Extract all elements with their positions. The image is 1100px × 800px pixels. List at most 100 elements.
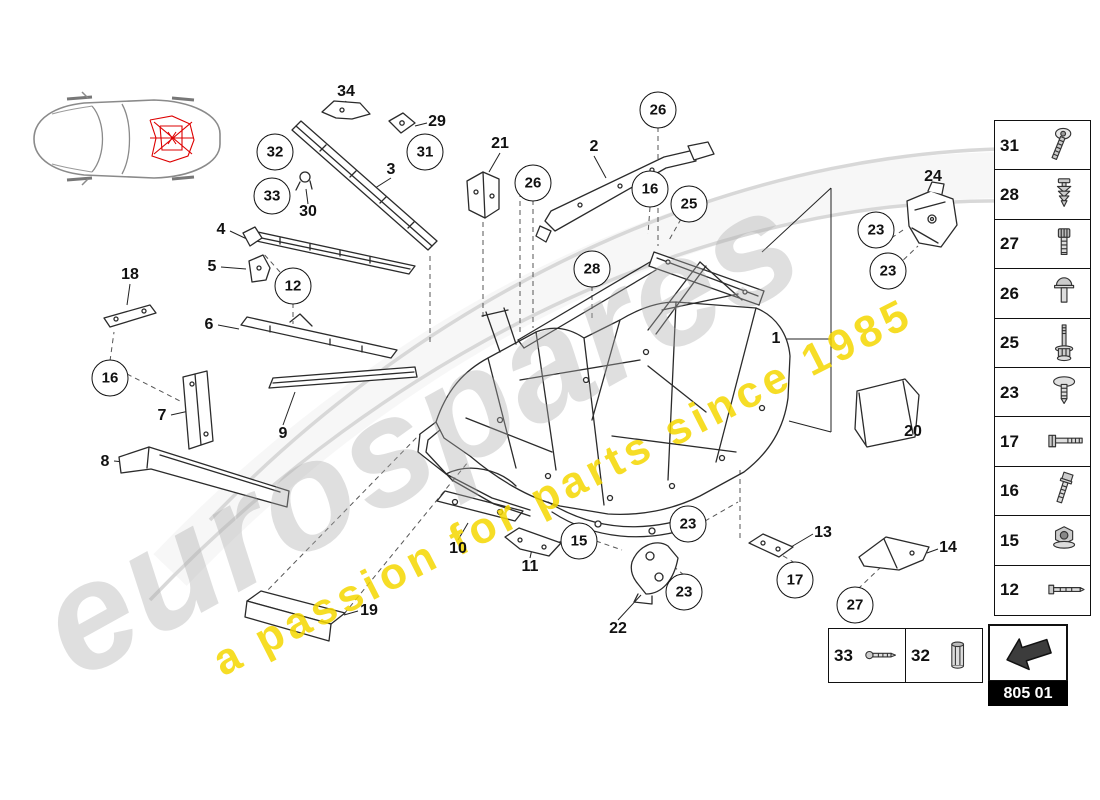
fastener-row-31[interactable]: 31 bbox=[994, 120, 1091, 171]
part-callout-23[interactable]: 23 bbox=[665, 573, 703, 611]
part-callout-6[interactable]: 6 bbox=[204, 316, 214, 333]
small-screw-icon bbox=[865, 650, 897, 659]
part-callout-10[interactable]: 10 bbox=[449, 540, 467, 557]
part-callout-9[interactable]: 9 bbox=[278, 425, 288, 442]
part-callout-32[interactable]: 32 bbox=[256, 133, 294, 171]
part-callout-27[interactable]: 27 bbox=[836, 586, 874, 624]
part-callout-16[interactable]: 16 bbox=[91, 359, 129, 397]
stud-with-nut-icon bbox=[1054, 324, 1074, 362]
part-callout-24[interactable]: 24 bbox=[924, 168, 942, 185]
fastener-number: 33 bbox=[834, 645, 853, 665]
part-callout-13[interactable]: 13 bbox=[814, 524, 832, 541]
fastener-number: 15 bbox=[1000, 530, 1019, 550]
part-drawing-block-13 bbox=[748, 533, 794, 558]
part-callout-19[interactable]: 19 bbox=[360, 602, 378, 619]
hex-bolt-icon bbox=[1056, 471, 1074, 504]
part-callout-31[interactable]: 31 bbox=[406, 133, 444, 171]
fastener-row-26[interactable]: 26 bbox=[994, 268, 1091, 320]
long-bolt-icon bbox=[1048, 434, 1083, 448]
part-drawing-rail-6 bbox=[240, 313, 398, 359]
part-drawing-bracket-24 bbox=[906, 181, 958, 248]
part-drawing-panel-8 bbox=[118, 446, 290, 508]
part-callout-23[interactable]: 23 bbox=[669, 505, 707, 543]
diagram-direction-box bbox=[988, 624, 1068, 682]
part-drawing-bracket-29 bbox=[388, 112, 416, 134]
part-callout-17[interactable]: 17 bbox=[776, 561, 814, 599]
construction-lines bbox=[109, 127, 919, 615]
fastener-number: 28 bbox=[1000, 184, 1019, 204]
fastener-row-15[interactable]: 15 bbox=[994, 515, 1091, 567]
part-callout-5[interactable]: 5 bbox=[207, 258, 217, 275]
part-drawing-bar-9 bbox=[268, 366, 418, 389]
fastener-row-25[interactable]: 25 bbox=[994, 317, 1091, 369]
part-callout-15[interactable]: 15 bbox=[560, 522, 598, 560]
part-callout-16[interactable]: 16 bbox=[631, 170, 669, 208]
part-callout-2[interactable]: 2 bbox=[589, 138, 599, 155]
part-callout-12[interactable]: 12 bbox=[274, 267, 312, 305]
flange-nut-icon bbox=[1053, 525, 1076, 549]
part-drawing-bracket-21 bbox=[466, 171, 500, 219]
fastener-row-17[interactable]: 17 bbox=[994, 416, 1091, 468]
part-drawing-panel-20 bbox=[854, 378, 920, 448]
fastener-number: 25 bbox=[1000, 333, 1019, 353]
fastener-number: 12 bbox=[1000, 580, 1019, 600]
part-callout-4[interactable]: 4 bbox=[216, 221, 226, 238]
socket-screw-icon bbox=[1057, 228, 1071, 256]
flat-head-screw-icon bbox=[1053, 375, 1076, 404]
part-drawing-bracket-34 bbox=[321, 100, 371, 120]
part-callout-21[interactable]: 21 bbox=[491, 135, 509, 152]
part-callout-22[interactable]: 22 bbox=[609, 620, 627, 637]
fastener-row-32[interactable]: 32 bbox=[905, 628, 983, 683]
part-drawing-strip-18 bbox=[103, 304, 157, 328]
highlighted-rear-chassis bbox=[149, 115, 195, 163]
fastener-number: 32 bbox=[911, 645, 930, 665]
expanding-rivet-icon bbox=[1056, 178, 1072, 207]
part-drawing-bar-10 bbox=[436, 490, 524, 522]
rivet-icon bbox=[1054, 277, 1075, 303]
part-callout-29[interactable]: 29 bbox=[428, 113, 446, 130]
part-callout-11[interactable]: 11 bbox=[521, 558, 539, 575]
fastener-row-23[interactable]: 23 bbox=[994, 367, 1091, 419]
torx-screw-icon bbox=[1051, 127, 1072, 160]
fastener-number: 16 bbox=[1000, 481, 1019, 501]
sleeve-icon bbox=[951, 641, 965, 669]
long-screw-icon bbox=[1048, 584, 1085, 595]
part-callout-7[interactable]: 7 bbox=[157, 407, 167, 424]
fastener-row-33[interactable]: 33 bbox=[828, 628, 906, 683]
diagram-code: 805 01 bbox=[988, 681, 1068, 706]
part-drawing-box-19 bbox=[244, 590, 346, 642]
part-callout-28[interactable]: 28 bbox=[573, 250, 611, 288]
fastener-number: 17 bbox=[1000, 431, 1019, 451]
part-callout-3[interactable]: 3 bbox=[386, 161, 396, 178]
fastener-row-12[interactable]: 12 bbox=[994, 564, 1091, 616]
part-callout-18[interactable]: 18 bbox=[121, 266, 139, 283]
part-callout-8[interactable]: 8 bbox=[100, 453, 110, 470]
fastener-row-16[interactable]: 16 bbox=[994, 465, 1091, 517]
fastener-row-27[interactable]: 27 bbox=[994, 218, 1091, 270]
part-callout-30[interactable]: 30 bbox=[299, 203, 317, 220]
part-callout-26[interactable]: 26 bbox=[514, 164, 552, 202]
part-callout-23[interactable]: 23 bbox=[857, 211, 895, 249]
fastener-number: 23 bbox=[1000, 382, 1019, 402]
part-drawing-rail-3 bbox=[291, 120, 438, 251]
part-callout-26[interactable]: 26 bbox=[639, 91, 677, 129]
fastener-list: 31 28 27 26 bbox=[994, 120, 1091, 616]
part-drawing-rail-4 bbox=[242, 226, 416, 275]
part-callout-20[interactable]: 20 bbox=[904, 423, 922, 440]
part-callout-1[interactable]: 1 bbox=[771, 330, 781, 347]
part-callout-33[interactable]: 33 bbox=[253, 177, 291, 215]
part-callout-23[interactable]: 23 bbox=[869, 252, 907, 290]
fastener-number: 27 bbox=[1000, 234, 1019, 254]
car-locator-inset bbox=[33, 91, 221, 186]
fastener-row-28[interactable]: 28 bbox=[994, 169, 1091, 221]
part-drawing-bracket-5 bbox=[248, 254, 271, 283]
part-drawing-bracket-11 bbox=[504, 527, 562, 557]
part-callout-25[interactable]: 25 bbox=[670, 185, 708, 223]
part-callout-34[interactable]: 34 bbox=[337, 83, 355, 100]
part-callout-14[interactable]: 14 bbox=[939, 539, 957, 556]
part-drawing-wedge-14 bbox=[858, 536, 930, 571]
direction-arrow-icon bbox=[1006, 638, 1052, 671]
fastener-number: 26 bbox=[1000, 283, 1019, 303]
